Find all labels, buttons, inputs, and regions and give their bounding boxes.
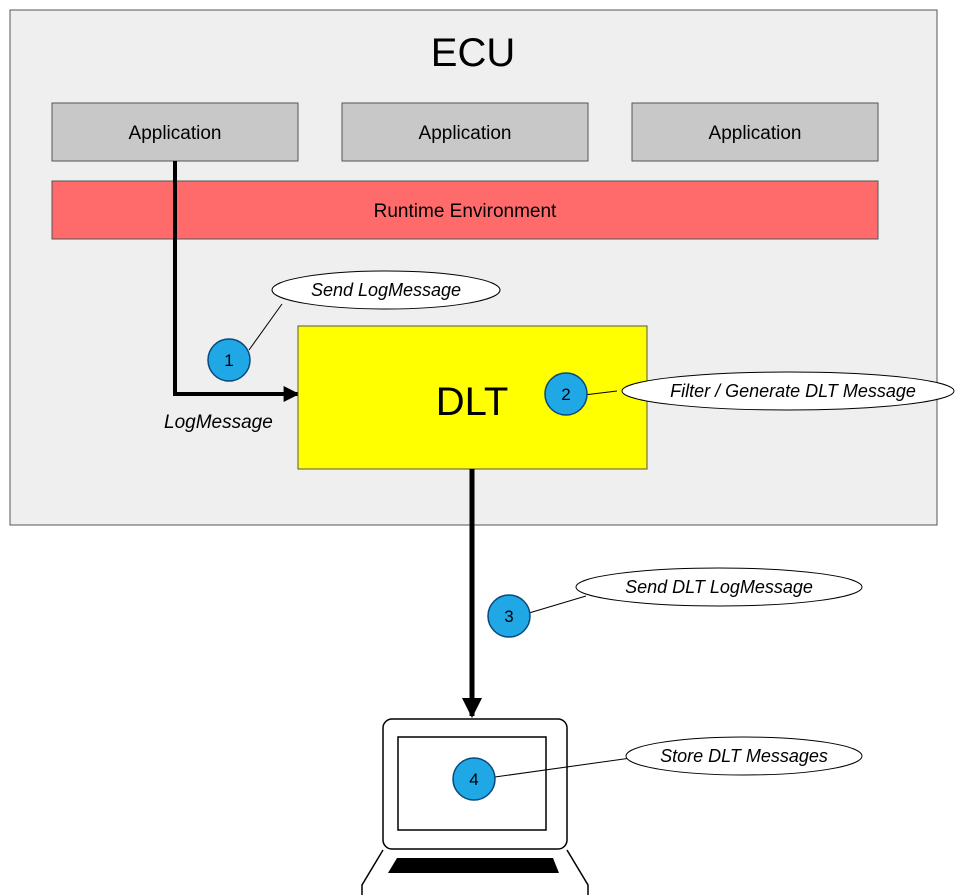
runtime-label: Runtime Environment — [374, 201, 557, 222]
step-circle — [452, 757, 496, 801]
application-box — [631, 102, 879, 162]
runtime-box — [51, 180, 879, 240]
laptop-base — [361, 849, 589, 895]
application-label: Application — [709, 123, 802, 144]
callout-ellipse — [271, 270, 501, 310]
dlt-module: DLT — [297, 325, 648, 470]
application-box — [51, 102, 299, 162]
callout-line-4 — [494, 757, 632, 778]
step-4-marker: 4 — [452, 757, 496, 801]
step-number: 4 — [469, 770, 478, 789]
application-3: Application — [631, 102, 879, 162]
log-message-label: LogMessage — [164, 412, 273, 433]
callout-line-2 — [583, 390, 618, 396]
application-label: Application — [129, 123, 222, 144]
callout-ellipse — [621, 371, 955, 411]
application-label: Application — [419, 123, 512, 144]
callout-filter-generate: Filter / Generate DLT Message — [621, 371, 955, 411]
callout-text: Send DLT LogMessage — [625, 577, 813, 597]
step-circle — [207, 338, 251, 382]
callout-ellipse — [625, 736, 863, 776]
step-number: 3 — [504, 607, 513, 626]
step-circle — [487, 594, 531, 638]
application-2: Application — [341, 102, 589, 162]
step-2-marker: 2 — [544, 372, 588, 416]
callout-line-3 — [528, 595, 587, 614]
step-3-marker: 3 — [487, 594, 531, 638]
step-number: 2 — [561, 385, 570, 404]
callout-line-1 — [248, 303, 283, 351]
callout-send-dlt-logmessage: Send DLT LogMessage — [575, 567, 863, 607]
laptop-icon — [361, 718, 589, 895]
callout-store-dlt-messages: Store DLT Messages — [625, 736, 863, 776]
step-number: 1 — [224, 351, 233, 370]
callout-send-logmessage: Send LogMessage — [271, 270, 501, 310]
laptop-keyboard — [388, 858, 559, 873]
application-1: Application — [51, 102, 299, 162]
callout-text: Filter / Generate DLT Message — [670, 381, 916, 401]
callout-ellipse — [575, 567, 863, 607]
step-circle — [544, 372, 588, 416]
runtime-environment: Runtime Environment — [51, 180, 879, 240]
step-1-marker: 1 — [207, 338, 251, 382]
application-box — [341, 102, 589, 162]
dlt-box — [297, 325, 648, 470]
ecu-title: ECU — [431, 31, 515, 75]
log-message-arrow — [173, 161, 300, 402]
dlt-label: DLT — [436, 380, 509, 424]
callout-text: Send LogMessage — [311, 280, 461, 300]
callout-text: Store DLT Messages — [660, 746, 828, 766]
